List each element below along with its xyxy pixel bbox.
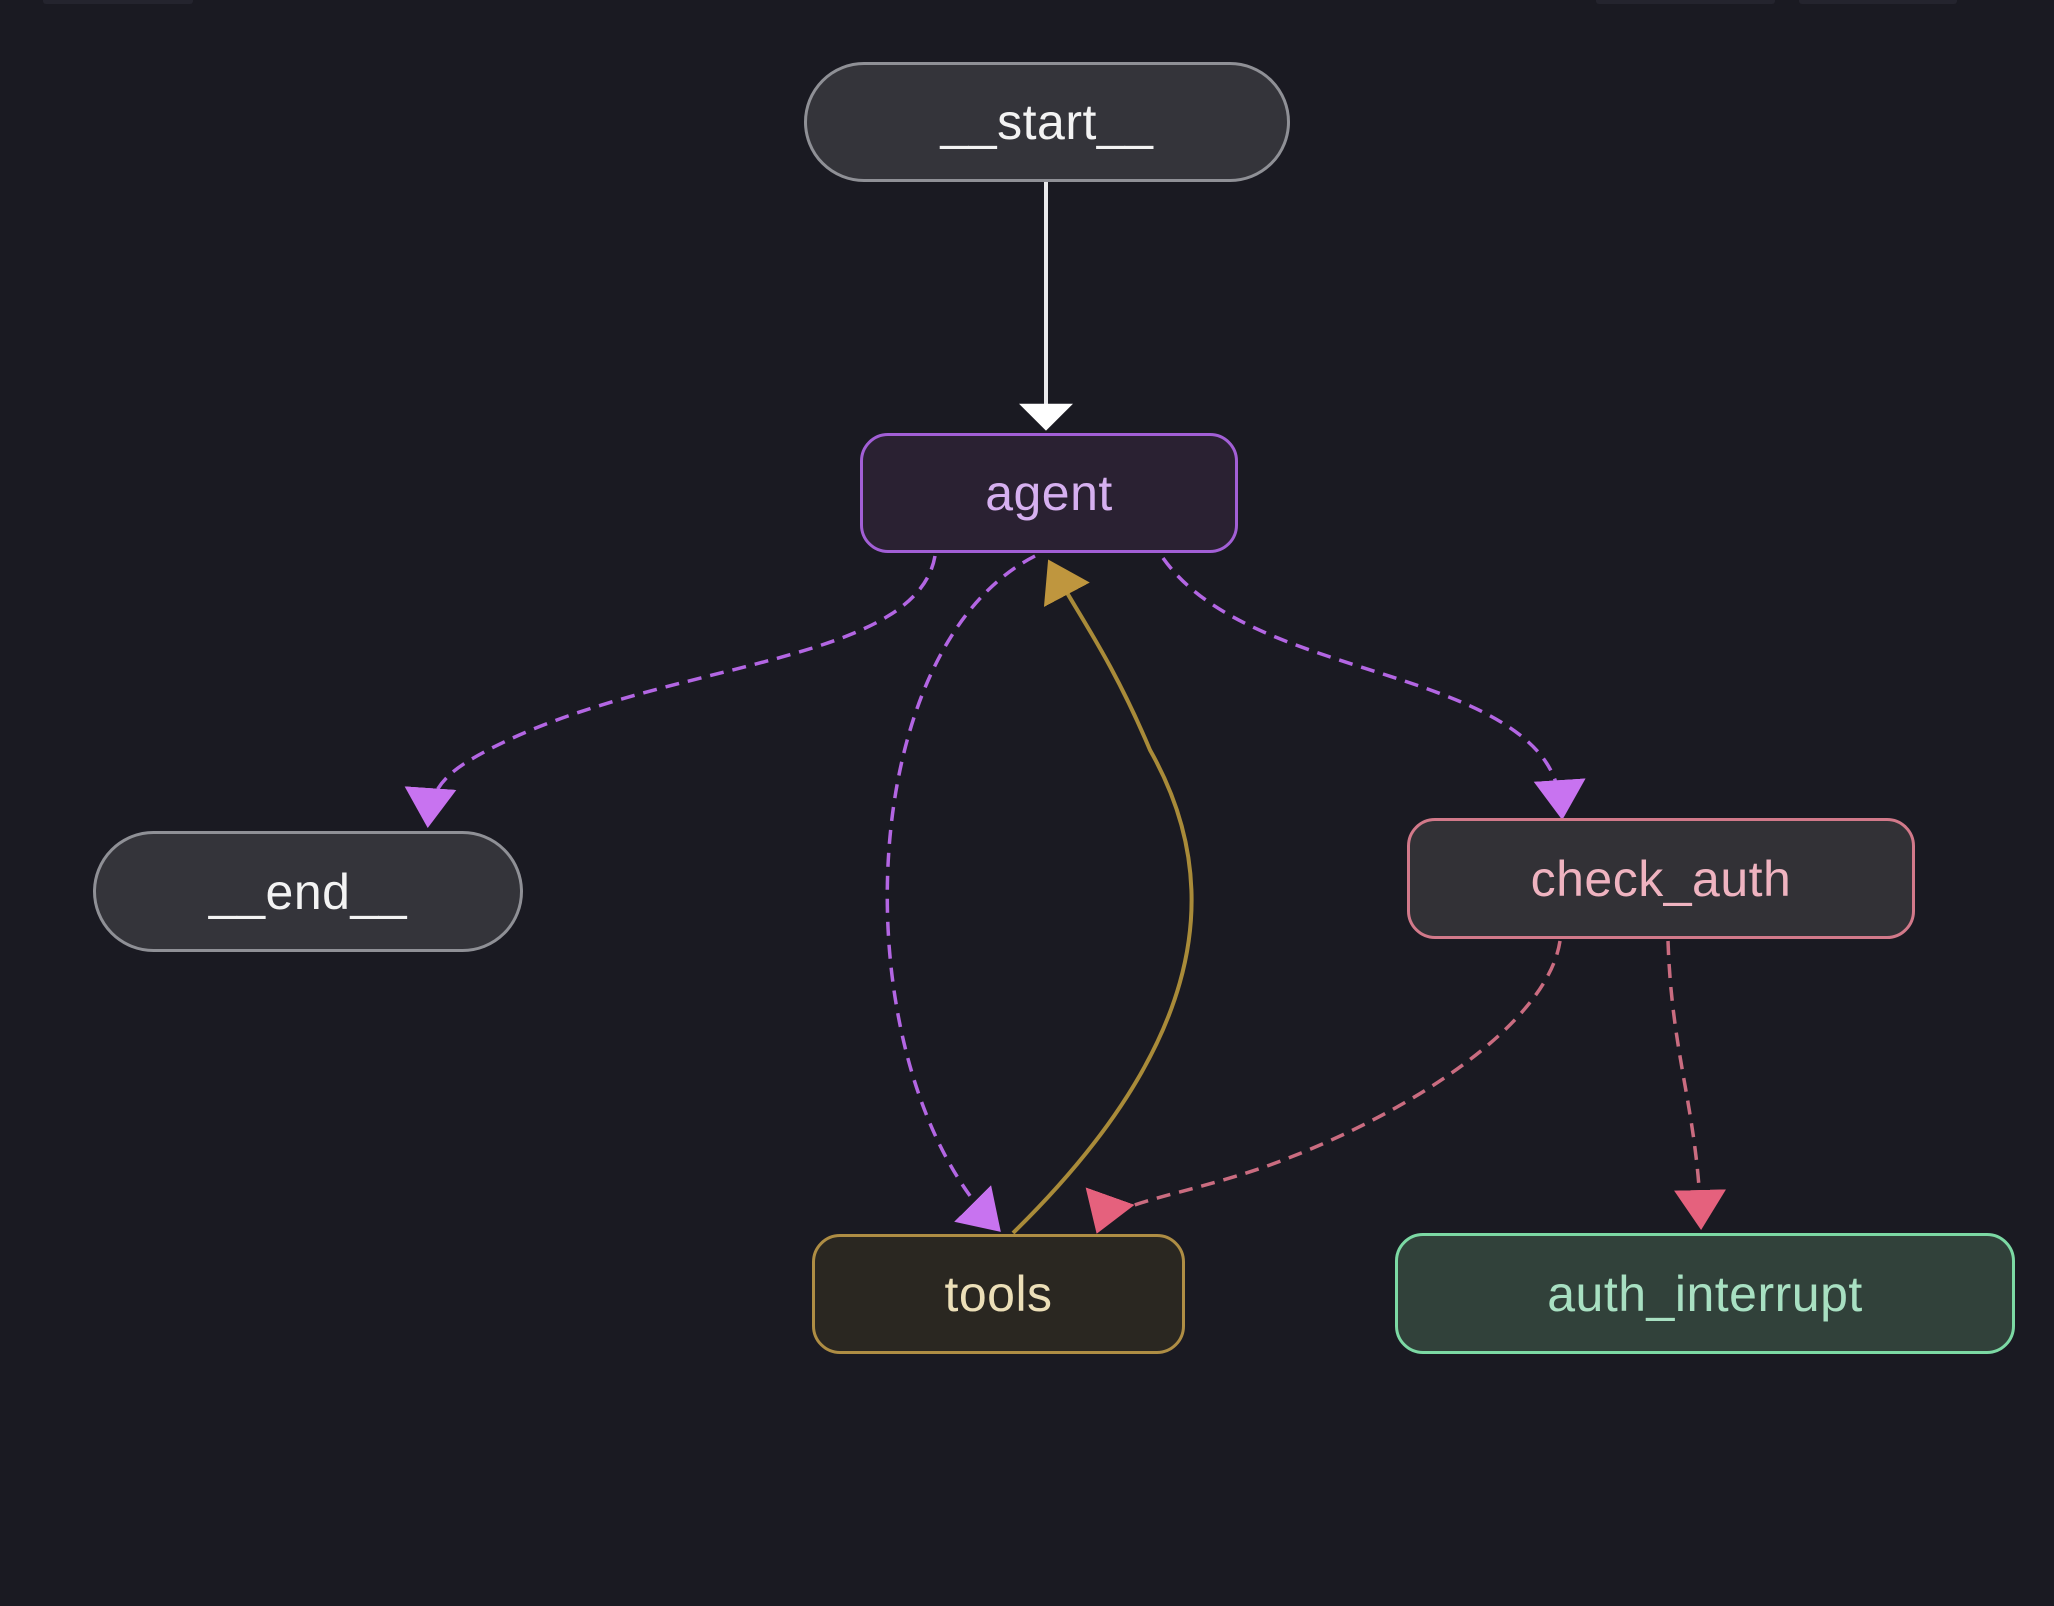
top-edge-artifact <box>43 0 193 4</box>
node-tools[interactable]: tools <box>812 1234 1185 1354</box>
node-start[interactable]: __start__ <box>804 62 1290 182</box>
top-edge-artifact <box>1799 0 1957 4</box>
edge-tools-to-agent <box>1011 559 1194 1235</box>
node-tools-label: tools <box>944 1266 1053 1322</box>
node-check-auth[interactable]: check_auth <box>1407 818 1915 939</box>
edge-check-auth-to-tools <box>1085 940 1562 1234</box>
top-edge-artifact <box>1596 0 1775 4</box>
node-start-label: __start__ <box>940 94 1154 150</box>
node-agent[interactable]: agent <box>860 433 1238 553</box>
node-end[interactable]: __end__ <box>93 831 523 952</box>
edge-agent-to-check-auth <box>1161 556 1586 820</box>
edge-check-auth-to-auth-interrupt <box>1666 940 1727 1230</box>
node-check-auth-label: check_auth <box>1530 850 1792 907</box>
node-auth-interrupt-label: auth_interrupt <box>1547 1265 1863 1322</box>
edge-agent-to-end <box>404 555 937 828</box>
edge-agent-to-tools <box>885 554 1036 1232</box>
node-auth-interrupt[interactable]: auth_interrupt <box>1395 1233 2015 1354</box>
node-agent-label: agent <box>985 465 1113 521</box>
node-end-label: __end__ <box>208 863 408 920</box>
